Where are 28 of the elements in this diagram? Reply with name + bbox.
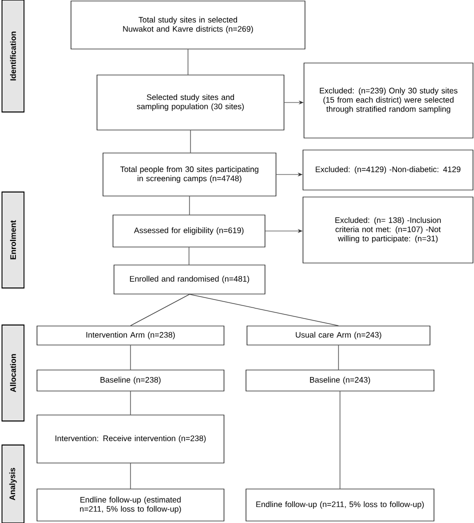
phase-band: Enrolment [2, 192, 24, 288]
phase-band: Identification [2, 0, 24, 112]
process-box: Intervention: Receive intervention (n=238) [36, 414, 224, 464]
process-box: Endline follow-up (n=211, 5% loss to follow-up) [246, 488, 434, 522]
process-box: Intervention Arm (n=238) [36, 326, 224, 346]
process-box: Assessed for eligibility (n=619) [112, 214, 266, 248]
process-box: Enrolled and randomised (n=481) [114, 264, 266, 294]
process-box: Excluded: (n=4129) -Non-diabetic: 4129 [302, 150, 474, 190]
connector-line [189, 196, 190, 215]
phase-band: Allocation [2, 324, 24, 422]
process-box: Excluded: (n=239) Only 30 study sites (15 from each district) were selected through stratified random sampling [304, 62, 474, 138]
process-box: Usual care Arm (n=243) [246, 326, 430, 346]
process-box: Endline follow-up (estimated n=211, 5% loss to follow-up) [36, 488, 224, 522]
process-box: Baseline (n=243) [246, 370, 434, 392]
connector-line [130, 294, 190, 326]
process-box: Excluded: (n= 138) -Inclusion criteria not met: (n=107) -Not willing to participate: (n=31) [302, 196, 474, 264]
connector-line [190, 130, 191, 153]
process-box: Total people from 30 sites participating in screening camps (n=4748) [102, 152, 276, 196]
connector-line [338, 345, 339, 370]
process-box: Selected study sites and sampling population (30 sites) [96, 74, 284, 130]
connector-line [130, 345, 131, 370]
connector-line [130, 391, 131, 415]
process-box: Baseline (n=238) [36, 370, 224, 392]
phase-band: Analysis [2, 444, 24, 523]
connector-line [189, 294, 339, 326]
connector-line [188, 247, 190, 265]
connector-line [130, 463, 131, 489]
process-box: Total study sites in selected Nuwakot and Kavre districts (n=269) [70, 0, 306, 50]
